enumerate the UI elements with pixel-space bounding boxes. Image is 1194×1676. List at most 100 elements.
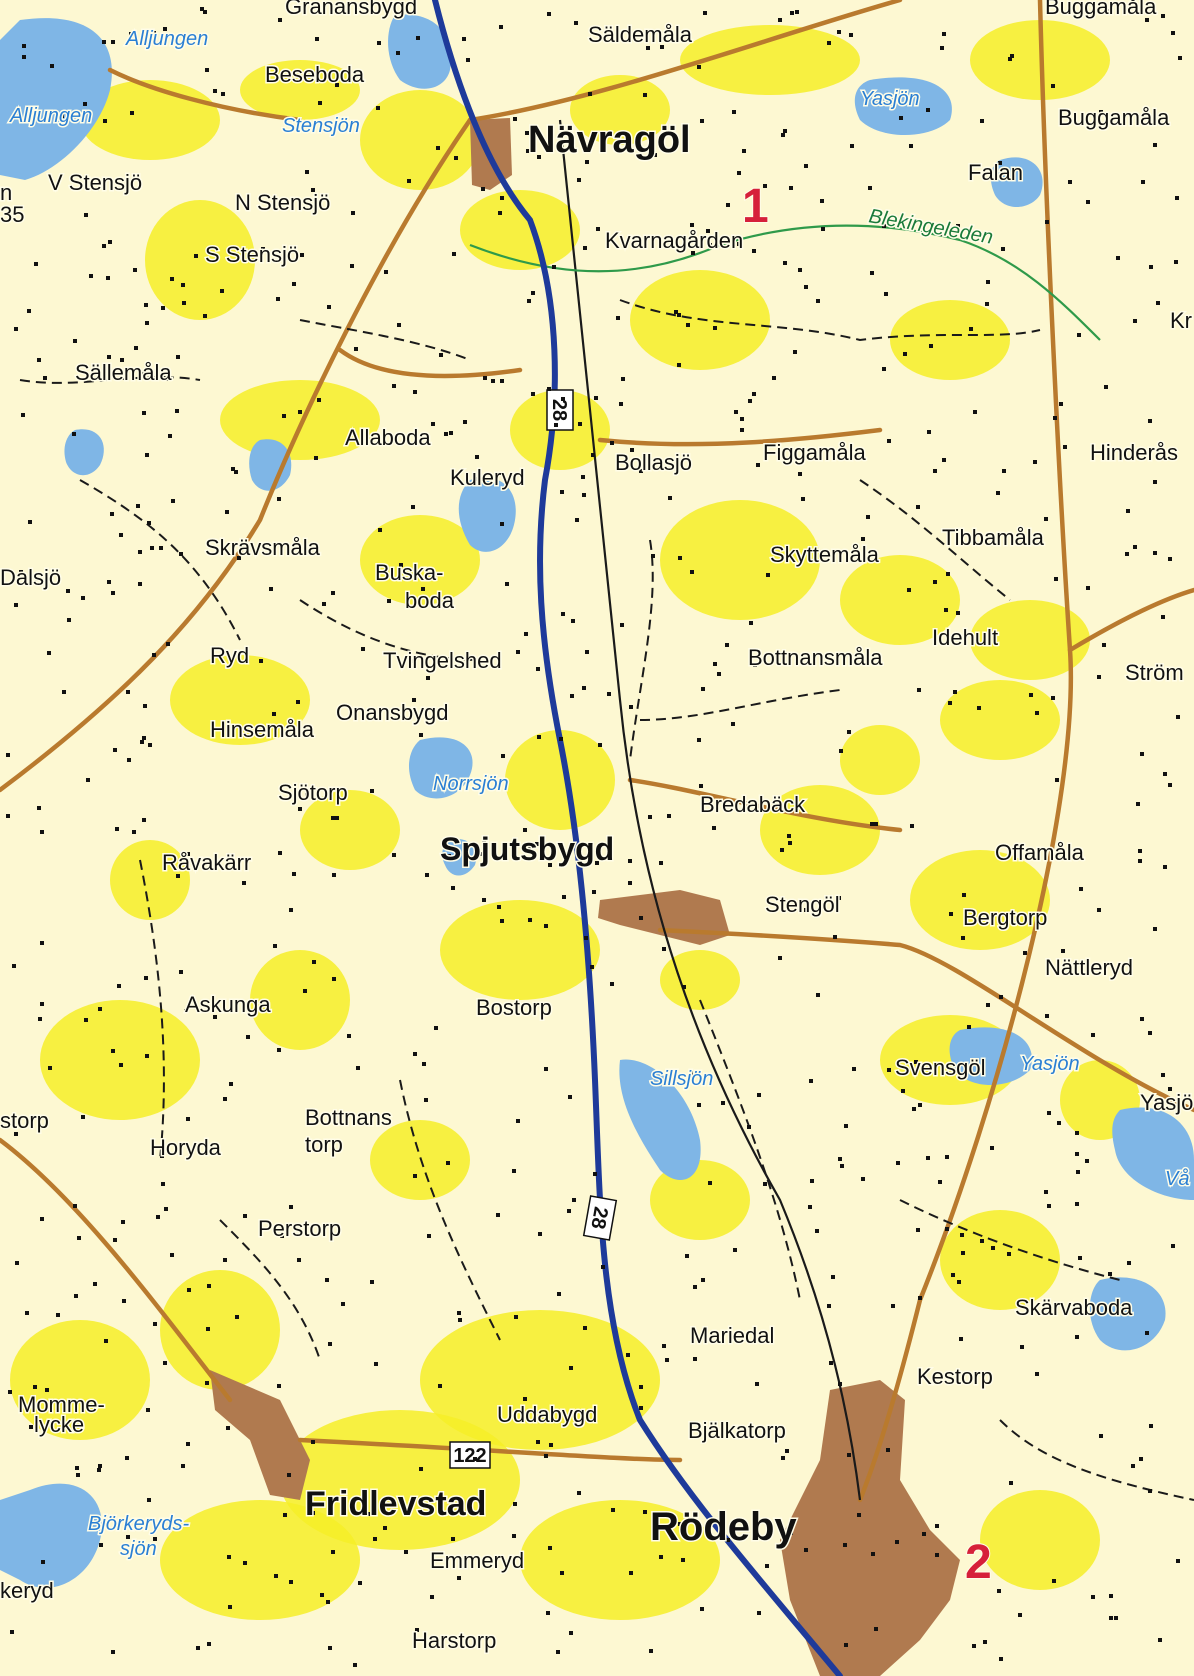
- building-dot: [1061, 949, 1065, 953]
- building-dot: [1126, 509, 1130, 513]
- building-dot: [1035, 1372, 1039, 1376]
- building-dot: [959, 1337, 963, 1341]
- building-dot: [111, 40, 115, 44]
- building-dot: [1051, 696, 1055, 700]
- building-dot: [733, 1248, 737, 1252]
- building-dot: [572, 1198, 576, 1202]
- building-dot: [213, 1015, 217, 1019]
- building-dot: [512, 1169, 516, 1173]
- building-dot: [434, 1026, 438, 1030]
- building-dot: [620, 623, 624, 627]
- building-dot: [516, 650, 520, 654]
- building-dot: [500, 379, 504, 383]
- building-dot: [544, 1067, 548, 1071]
- building-dot: [1054, 577, 1058, 581]
- building-dot: [706, 229, 710, 233]
- building-dot: [327, 305, 331, 309]
- building-dot: [19, 570, 23, 574]
- building-dot: [413, 1174, 417, 1178]
- lake-label: sjön: [120, 1538, 157, 1560]
- building-dot: [983, 1640, 987, 1644]
- open-land-patch: [160, 1270, 280, 1390]
- building-dot: [560, 1571, 564, 1575]
- place-label-partial: 35: [0, 202, 24, 227]
- building-dot: [276, 297, 280, 301]
- building-dot: [667, 814, 671, 818]
- building-dot: [86, 778, 90, 782]
- building-dot: [1127, 1261, 1131, 1265]
- building-dot: [700, 119, 704, 123]
- building-dot: [1141, 180, 1145, 184]
- building-dot: [798, 472, 802, 476]
- building-dot: [956, 224, 960, 228]
- building-dot: [660, 45, 664, 49]
- building-dot: [700, 1607, 704, 1611]
- building-dot: [1158, 1638, 1162, 1642]
- building-dot: [999, 1657, 1003, 1661]
- lake: [408, 737, 473, 799]
- building-dot: [491, 379, 495, 383]
- building-dot: [1163, 865, 1167, 869]
- building-dot: [103, 119, 107, 123]
- building-dot: [237, 556, 241, 560]
- building-dot: [935, 1553, 939, 1557]
- building-dot: [1001, 247, 1005, 251]
- building-dot: [798, 268, 802, 272]
- building-dot: [639, 469, 643, 473]
- building-dot: [578, 422, 582, 426]
- building-dot: [353, 1663, 357, 1667]
- building-dot: [630, 448, 634, 452]
- building-dot: [341, 1302, 345, 1306]
- place-label: Uddabygd: [497, 1402, 597, 1427]
- building-dot: [145, 321, 149, 325]
- building-dot: [569, 1366, 573, 1370]
- open-land-patch: [520, 1500, 720, 1620]
- buildings-layer: [6, 7, 1182, 1667]
- building-dot: [886, 1448, 890, 1452]
- building-dot: [335, 83, 339, 87]
- building-dot: [499, 25, 503, 29]
- building-dot: [318, 101, 322, 105]
- building-dot: [111, 1650, 115, 1654]
- building-dot: [1175, 196, 1179, 200]
- building-dot: [110, 512, 114, 516]
- building-dot: [592, 890, 596, 894]
- open-land-patch: [910, 850, 1050, 950]
- building-dot: [370, 1280, 374, 1284]
- building-dot: [1168, 557, 1172, 561]
- building-dot: [577, 1491, 581, 1495]
- road: [857, 0, 1074, 1503]
- track: [639, 689, 841, 721]
- urban-area: [780, 1380, 960, 1676]
- place-label: Svensgöl: [895, 1055, 986, 1080]
- building-dot: [1156, 301, 1160, 305]
- building-dot: [289, 1580, 293, 1584]
- building-dot: [512, 1534, 516, 1538]
- place-label: Momme-: [18, 1392, 105, 1417]
- building-dot: [781, 133, 785, 137]
- building-dot: [972, 1644, 976, 1648]
- building-dot: [985, 302, 989, 306]
- building-dot: [200, 7, 204, 11]
- marker-1: 1: [742, 180, 769, 233]
- building-dot: [531, 291, 535, 295]
- building-dot: [98, 1464, 102, 1468]
- town-label: Spjutsbygd: [440, 831, 614, 867]
- building-dot: [699, 784, 703, 788]
- building-dot: [84, 1018, 88, 1022]
- building-dot: [203, 314, 207, 318]
- building-dot: [566, 855, 570, 859]
- building-dot: [392, 384, 396, 388]
- building-dot: [701, 687, 705, 691]
- building-dot: [1020, 1345, 1024, 1349]
- building-dot: [668, 496, 672, 500]
- building-dot: [708, 1181, 712, 1185]
- building-dot: [163, 27, 167, 31]
- place-label: V Stensjö: [48, 170, 142, 195]
- building-dot: [500, 919, 504, 923]
- road: [1067, 587, 1194, 653]
- building-dot: [940, 46, 944, 50]
- building-dot: [396, 51, 400, 55]
- building-dot: [721, 1101, 725, 1105]
